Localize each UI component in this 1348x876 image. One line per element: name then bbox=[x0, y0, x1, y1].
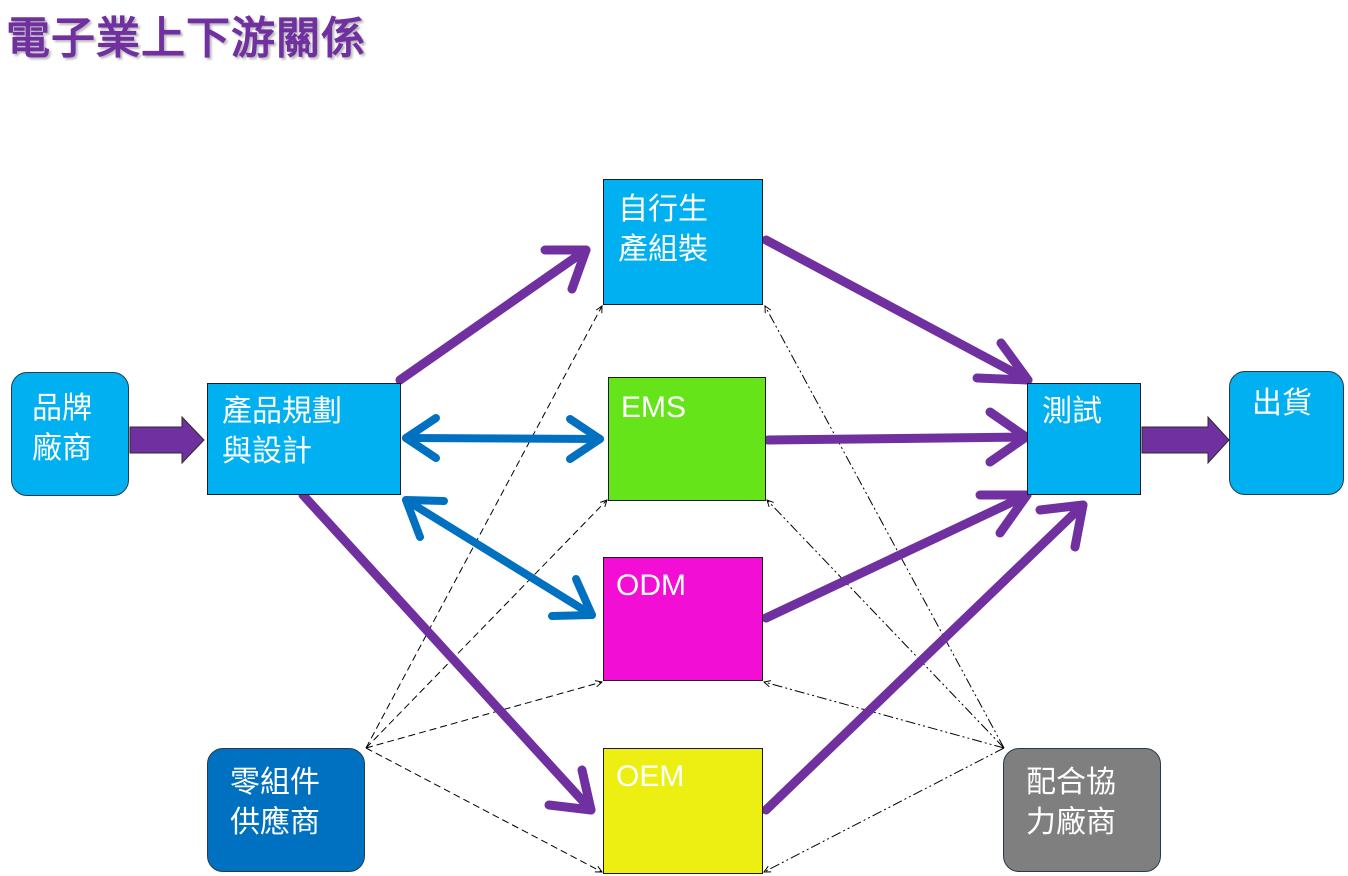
test-label: 測試 bbox=[1042, 394, 1102, 429]
design-odm-double-arrow bbox=[402, 496, 596, 620]
partner-label-line2: 力廠商 bbox=[1026, 805, 1116, 840]
design-to-oem-arrow bbox=[298, 490, 596, 815]
ship-label: 出貨 bbox=[1252, 386, 1312, 421]
brand-node: 品牌 廠商 bbox=[11, 372, 129, 496]
page-title: 電子業上下游關係 bbox=[6, 13, 366, 64]
brand-label-line1: 品牌 bbox=[32, 391, 92, 426]
partner-node: 配合協 力廠商 bbox=[1003, 748, 1161, 872]
brand-label-line2: 廠商 bbox=[32, 431, 92, 466]
parts-to-odm-arrow bbox=[365, 682, 602, 749]
self-label-line1: 自行生 bbox=[618, 192, 708, 227]
oem-node: OEM bbox=[603, 748, 763, 874]
odm-to-test-arrow bbox=[761, 490, 1032, 623]
partner-label-line1: 配合協 bbox=[1026, 765, 1116, 800]
parts-to-ems-arrow bbox=[365, 500, 607, 749]
self-to-test-arrow bbox=[761, 235, 1033, 385]
odm-label: ODM bbox=[616, 569, 686, 602]
parts-supplier-node: 零組件 供應商 bbox=[207, 748, 365, 872]
partner-to-oem-arrow bbox=[764, 747, 1005, 872]
brand-to-design-arrow bbox=[129, 415, 205, 465]
parts-to-oem-arrow bbox=[365, 747, 602, 872]
oem-label: OEM bbox=[616, 760, 685, 793]
self-production-node: 自行生 產組裝 bbox=[603, 179, 763, 305]
design-to-self-arrow bbox=[395, 245, 591, 385]
oem-to-test-arrow bbox=[761, 500, 1088, 815]
partner-to-odm-arrow bbox=[764, 682, 1005, 749]
design-label-line1: 產品規劃 bbox=[222, 394, 342, 429]
partner-supply-arrows bbox=[764, 306, 1005, 872]
partner-to-ems-arrow bbox=[767, 500, 1005, 749]
design-ems-double-arrow bbox=[402, 414, 604, 463]
parts-label-line1: 零組件 bbox=[230, 765, 320, 800]
design-node: 產品規劃 與設計 bbox=[207, 383, 401, 495]
test-node: 測試 bbox=[1027, 383, 1141, 495]
ship-node: 出貨 bbox=[1229, 371, 1344, 495]
odm-node: ODM bbox=[603, 557, 763, 681]
ems-node: EMS bbox=[608, 377, 766, 501]
self-label-line2: 產組裝 bbox=[618, 232, 708, 267]
ems-to-test-arrow bbox=[763, 407, 1031, 467]
parts-label-line2: 供應商 bbox=[230, 805, 320, 840]
ems-label: EMS bbox=[621, 391, 687, 424]
parts-to-self-arrow bbox=[365, 306, 602, 749]
parts-supply-arrows bbox=[365, 306, 607, 872]
test-to-ship-arrow bbox=[1141, 415, 1230, 465]
design-label-line2: 與設計 bbox=[222, 434, 312, 469]
partner-to-self-arrow bbox=[765, 306, 1005, 749]
